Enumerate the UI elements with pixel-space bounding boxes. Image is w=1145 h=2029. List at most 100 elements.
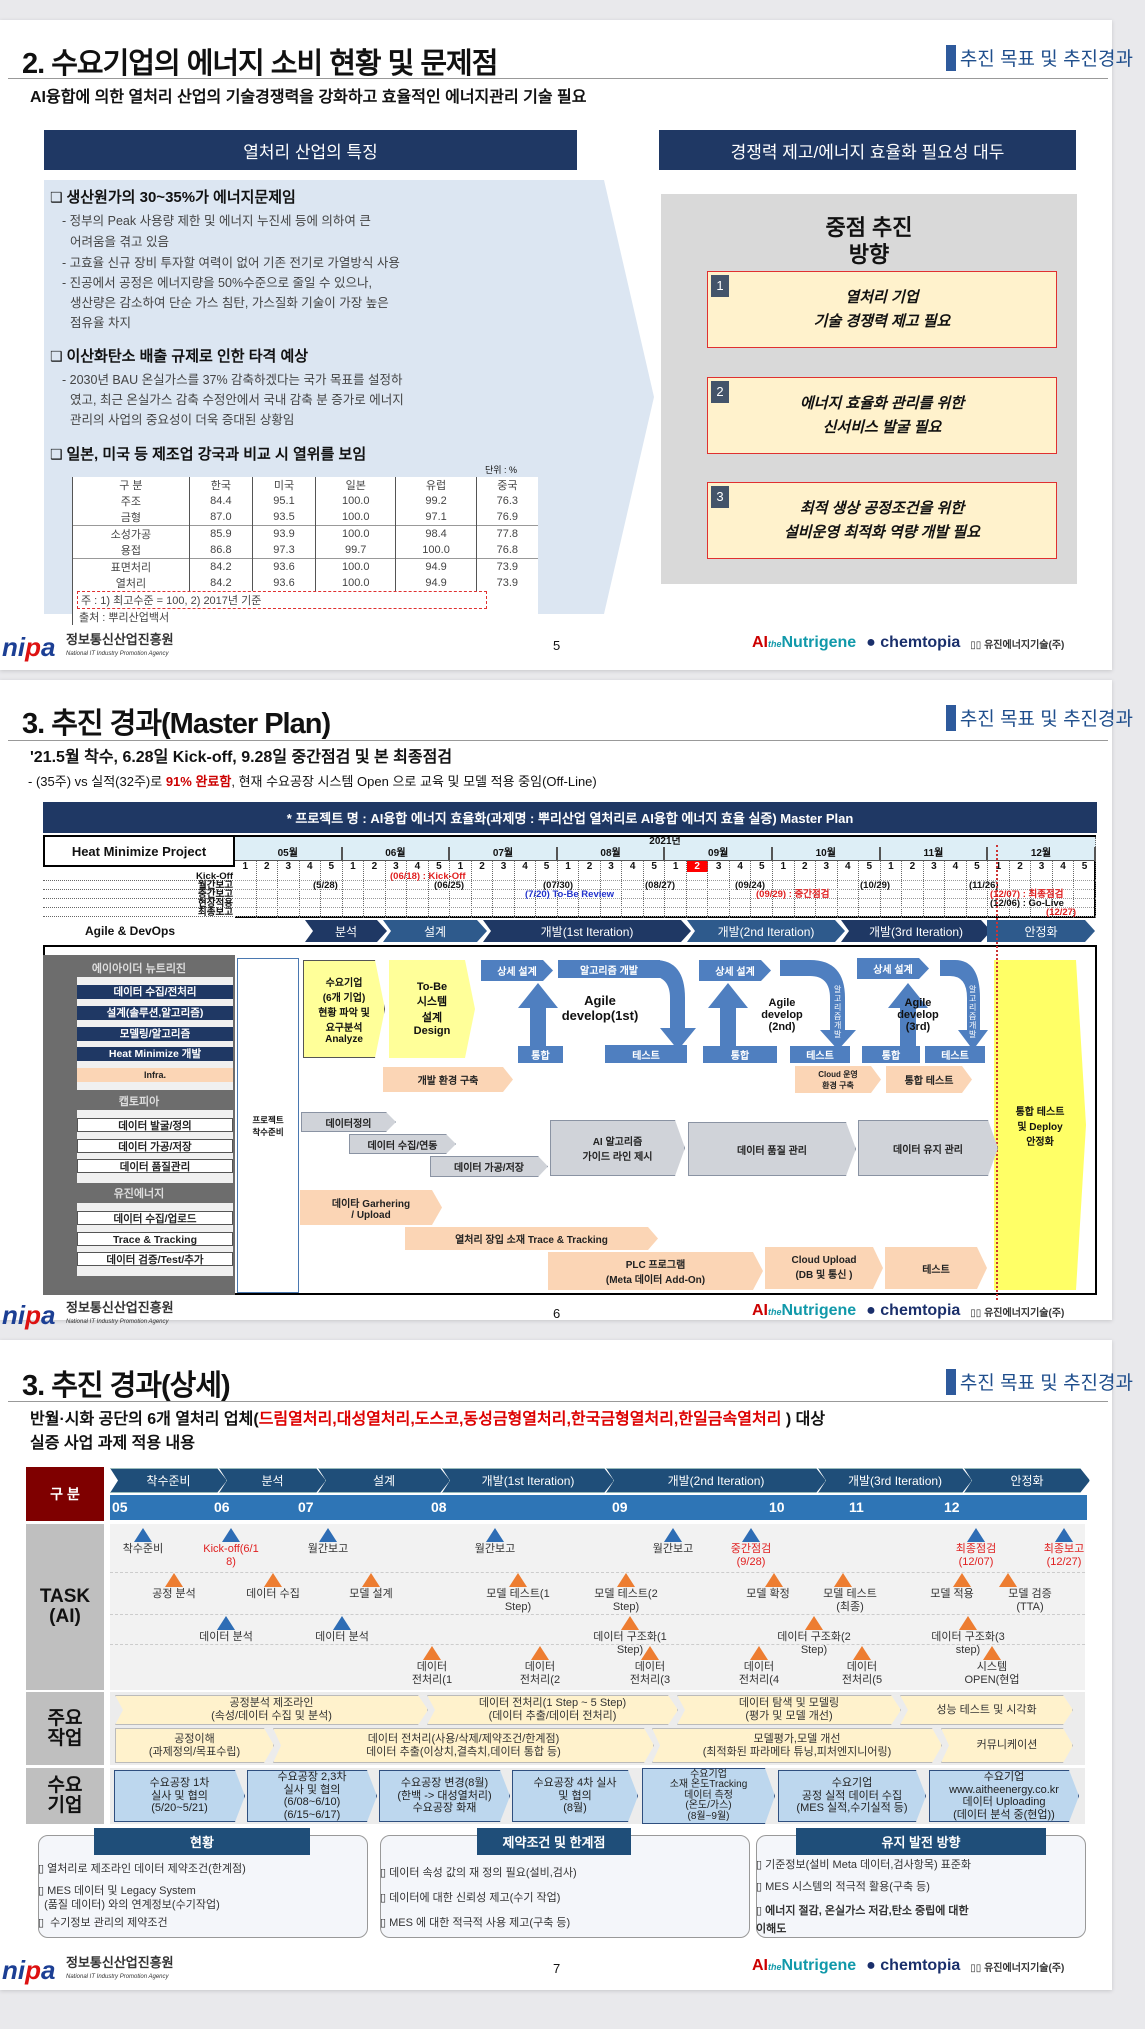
orange-triangle-icon [853, 1646, 871, 1660]
page-subtitle: '21.5월 착수, 6.28일 Kick-off, 9.28일 중간점검 및 … [30, 749, 453, 766]
month-label: 09 [612, 1499, 628, 1515]
org-name-en: National IT Industry Promotion Agency [66, 1319, 169, 1325]
row-divider [235, 880, 1096, 881]
milestone-row-label: 현장적용 [43, 899, 233, 908]
work-item: 커뮤니케이션 [941, 1728, 1073, 1763]
page-number: 5 [553, 638, 561, 653]
orange-triangle-icon [509, 1573, 527, 1587]
point-line: 생산량은 감소하여 단순 가스 침탄, 가스질화 기술이 가장 높은 [70, 296, 389, 310]
milestone: (08/27) [645, 880, 676, 891]
blue-triangle-icon [742, 1528, 760, 1542]
point-line: 관리의 사업의 중요성이 더욱 증대된 상황임 [70, 413, 295, 427]
section-tag: 추진 목표 및 추진경과 [945, 1368, 1133, 1395]
work-item: 데이터 탐색 및 모델링 (평가 및 모델 개선) [677, 1695, 901, 1725]
task-label: 모델 확정 [746, 1588, 790, 1600]
detail-design-3: 상세 설계 [857, 958, 929, 979]
orange-triangle-icon [959, 1616, 977, 1630]
yujin-logo: ▯▯ 유진에너지기술(주) [970, 1307, 1065, 1319]
point-line: 점유율 차지 [70, 316, 131, 330]
milestone: (09/29) : 중간점검 [756, 889, 830, 900]
page-title: 2. 수요기업의 에너지 소비 현황 및 문제점 [22, 48, 498, 80]
month-label: 09월 [665, 847, 773, 860]
client-item: 수요공장 1차 실사 및 협의 (5/20~5/21) [114, 1770, 245, 1822]
month-label: 11월 [880, 847, 989, 860]
page-title: 3. 추진 경과(Master Plan) [22, 708, 331, 740]
phase-analysis: 분석 [305, 920, 387, 942]
task-label: 최종점검 (12/07) [955, 1543, 997, 1568]
orange-triangle-icon [617, 1573, 635, 1587]
page-subtitle: AI융합에 의한 열처리 산업의 기술경쟁력을 강화하고 효율적인 에너지관리 … [30, 89, 587, 106]
milestone: (06/18) : Kick-Off [390, 871, 466, 882]
tag-marker-icon [945, 704, 956, 731]
phase-1: 분석 [219, 1468, 326, 1493]
row-divider [110, 1572, 1085, 1573]
partner-logos: AItheNutrigene● chemtopia▯▯ 유진에너지기술(주) [752, 634, 1064, 652]
task-label: 월간보고 [307, 1543, 349, 1555]
task-label: 월간보고 [652, 1543, 694, 1555]
task-label: 월간보고 [474, 1543, 516, 1555]
work-item: 데이터 전처리(1 Step ~ 5 Step) (데이터 추출/데이터 전처리… [427, 1695, 678, 1725]
blue-triangle-icon [967, 1528, 985, 1542]
phase-dev-3: 개발(3rd Iteration) [841, 920, 991, 942]
table-source: 출처 : 뿌리산업백서 [72, 609, 538, 625]
today-line [996, 845, 998, 1300]
phase-5: 개발(3rd Iteration) [818, 1468, 972, 1493]
task-label: 착수준비 [122, 1543, 164, 1555]
task-label: 데이터 구조화(2 Step) [777, 1631, 851, 1656]
phase-2: 설계 [318, 1468, 450, 1493]
task-label: 모델 테스트(2 Step) [594, 1588, 658, 1613]
row-divider [235, 898, 1096, 899]
analyze-step: 수요기업 (6개 기업) 현황 파악 및 요구분석 Analyze [303, 960, 385, 1058]
partner-logos: AItheNutrigene● chemtopia▯▯ 유진에너지기술(주) [752, 1957, 1064, 1975]
row-divider [110, 1644, 1085, 1645]
orange-triangle-icon [765, 1573, 783, 1587]
algo-dev-1: 알고리즘 개발 [558, 960, 660, 978]
page-subtitle: 반월·시화 공단의 6개 열처리 업체(드림열처리,대성열처리,도스코,동성금형… [30, 1411, 826, 1428]
test-3: 테스트 [925, 1046, 985, 1063]
task-label: 최종보고 (12/27) [1043, 1543, 1085, 1568]
team-task: Trace & Tracking [77, 1232, 233, 1246]
orange-triangle-icon [999, 1573, 1017, 1587]
status-item: 수기정보 관리의 제약조건 [38, 1916, 167, 1930]
direction-item: 기준정보(설비 Meta 데이터,검사항목) 표준화 [756, 1858, 971, 1872]
month-label: 11 [849, 1499, 864, 1515]
work-item: 공정분석 제조라인 (속성/데이터 수집 및 분석) [115, 1695, 428, 1725]
phase-0: 착수준비 [110, 1468, 227, 1493]
month-label: 06월 [342, 847, 451, 860]
work-item: 공정이해 (과제정의/목표수립) [115, 1728, 274, 1763]
point-line: 였고, 최근 온실가스 감축 수정안에서 국내 감축 분 증가로 에너지 [70, 393, 404, 407]
team-task: 데이터 검증/Test/추가 [77, 1252, 233, 1266]
page-number: 7 [553, 1961, 561, 1976]
point-line: - 진공에서 공정은 에너지량을 50%수준으로 줄일 수 있으나, [62, 276, 372, 290]
phase-dev-2: 개발(2nd Iteration) [687, 920, 845, 942]
milestone: (12/07) : 최종점검 [990, 889, 1064, 900]
team-name: 캡토피아 [118, 1096, 160, 1108]
task-label: 데이터 전처리(5 [841, 1661, 883, 1686]
constraint-item: 데이터 속성 값의 재 정의 필요(설비,검사) [380, 1866, 577, 1880]
task-label: 시스템 OPEN(현업 [964, 1661, 1020, 1686]
divider [8, 740, 1108, 741]
data-maintain: 데이터 유지 관리 [858, 1120, 998, 1176]
agile-title-2: Agile develop (2nd) [761, 997, 803, 1033]
point-line: - 정부의 Peak 사용량 제한 및 에너지 누진세 등에 의하여 큰 [62, 214, 371, 228]
blue-triangle-icon [319, 1528, 337, 1542]
phase-dev-1: 개발(1st Iteration) [483, 920, 691, 942]
milestone: (7/20) To-Be Review [525, 889, 615, 900]
team-task: Heat Minimize 개발 [77, 1047, 233, 1061]
milestone-row-label: 최종보고 [43, 908, 233, 917]
page-subtitle-2: 실증 사업 과제 적용 내용 [30, 1435, 195, 1452]
month-label: 05월 [235, 847, 343, 860]
point-line: - 고효율 신규 장비 투자할 여력이 없어 기존 전기로 가열방식 사용 [62, 256, 400, 270]
nutrigene-logo: AItheNutrigene [752, 634, 857, 651]
nipa-logo: nipa [2, 632, 56, 662]
direction-item: MES 시스템의 적극적 활용(구축 등) [756, 1880, 930, 1894]
